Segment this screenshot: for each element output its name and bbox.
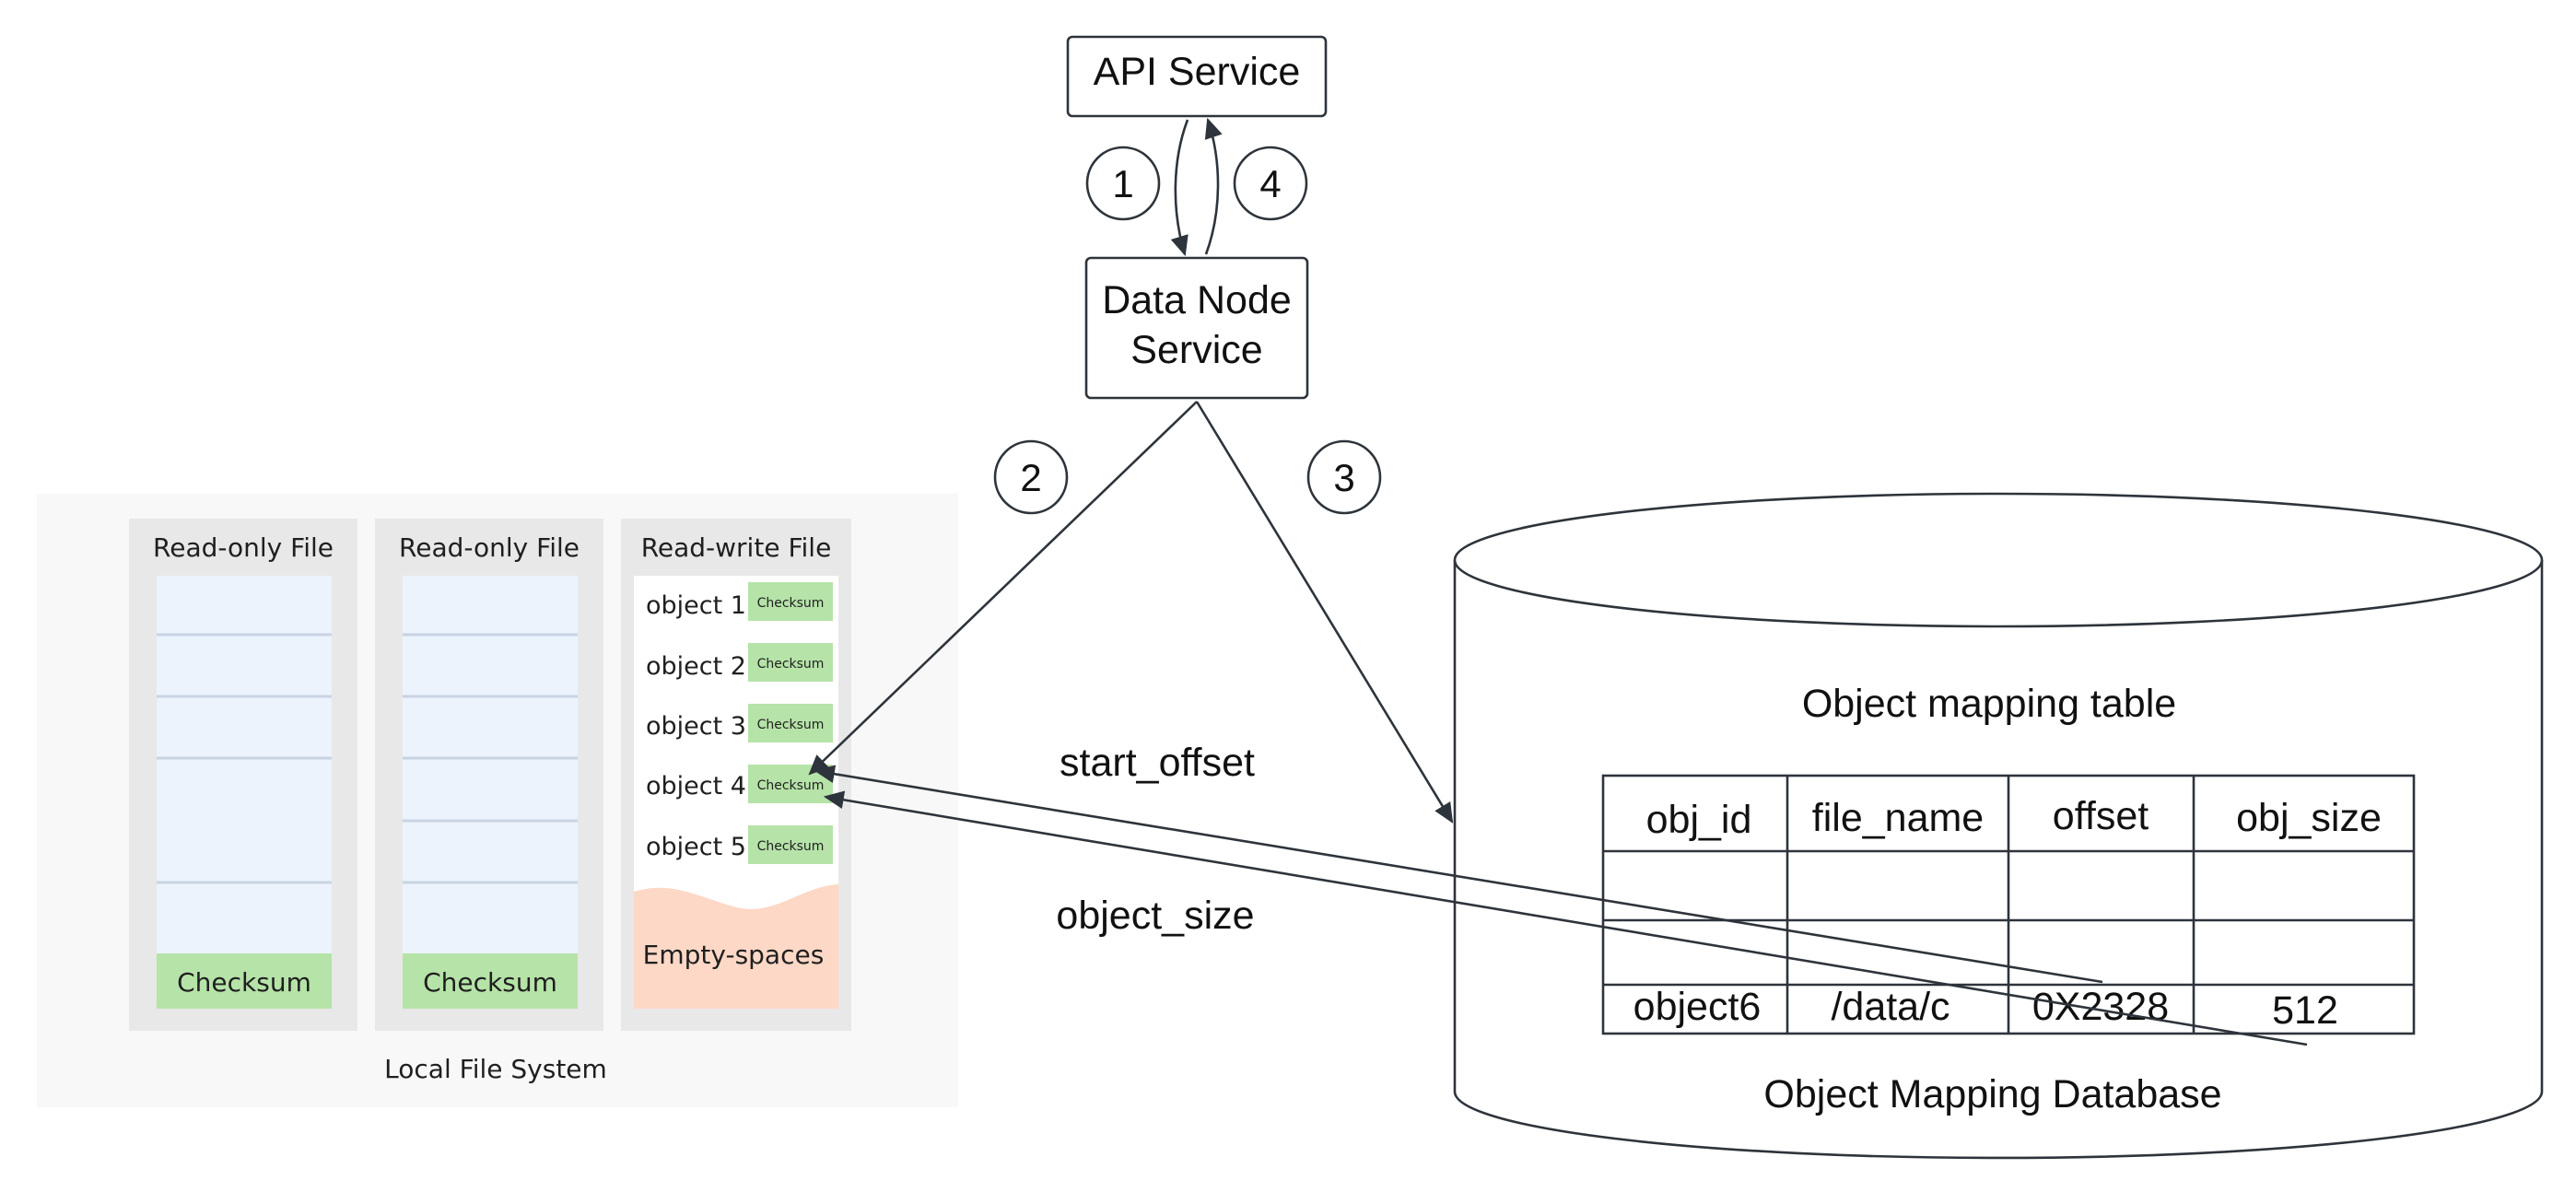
checksum-block <box>157 953 332 1009</box>
api-service-label: API Service <box>1094 50 1301 94</box>
object-entry: object 1 Checksum <box>646 582 833 621</box>
step-marker-3: 3 <box>1306 439 1382 515</box>
checksum-label: Checksum <box>177 967 311 998</box>
object-label: object 2 <box>646 652 746 681</box>
checksum-block <box>748 704 833 742</box>
cell-obj-size: 512 <box>2272 988 2338 1033</box>
step-circle <box>1085 146 1161 221</box>
object-size-label: object_size <box>1056 894 1254 938</box>
step-circle <box>1233 146 1308 221</box>
object-label: object 4 <box>646 772 746 801</box>
local-fs-label: Local File System <box>384 1054 607 1084</box>
data-node-label-line2: Service <box>1130 328 1262 372</box>
arrow-request-api-to-datanode <box>1170 119 1189 257</box>
api-service-node: API Service <box>1066 35 1328 118</box>
header-offset: offset <box>2053 794 2149 838</box>
arrow-datanode-to-database <box>1195 401 1454 824</box>
object-entry: object 3 Checksum <box>646 704 833 742</box>
object-mapping-database: Object mapping table Object Mapping Data… <box>1453 492 2544 1160</box>
arrow-start-offset <box>814 765 2103 984</box>
step-number: 4 <box>1259 162 1281 205</box>
step-number: 3 <box>1333 456 1354 499</box>
read-write-file: Read-write File object 1 Checksum object… <box>621 519 851 1031</box>
mapping-table-title: Object mapping table <box>1802 682 2176 726</box>
file-title: Read-only File <box>399 532 580 563</box>
step-number: 2 <box>1020 456 1041 499</box>
header-obj-id: obj_id <box>1646 798 1752 842</box>
cell-file-name: /data/c <box>1831 985 1950 1029</box>
object-label: object 5 <box>646 833 746 861</box>
arrow-object-size <box>823 790 2308 1046</box>
arrow-datanode-to-object4 <box>808 401 1198 776</box>
arrow-response-datanode-to-api <box>1204 117 1223 255</box>
empty-space-area <box>634 884 838 1009</box>
checksum-label: Checksum <box>757 839 825 854</box>
checksum-block <box>748 643 833 682</box>
mapping-table: obj_id file_name offset obj_size object6… <box>1601 774 2416 1035</box>
read-only-file-2: Read-only File Checksum <box>375 519 603 1031</box>
object-entry: object 2 Checksum <box>646 643 833 682</box>
checksum-block <box>403 953 578 1009</box>
header-file-name: file_name <box>1812 796 1984 840</box>
step-marker-2: 2 <box>993 439 1069 515</box>
api-service-box <box>1066 35 1328 118</box>
object-entry: object 5 Checksum <box>646 825 833 864</box>
file-title: Read-write File <box>641 532 832 563</box>
data-slots <box>403 576 578 953</box>
empty-space-label: Empty-spaces <box>643 940 825 970</box>
read-only-file-1: Read-only File Checksum <box>129 519 357 1031</box>
checksum-label: Checksum <box>757 657 825 672</box>
database-label: Object Mapping Database <box>1763 1072 2221 1116</box>
start-offset-label: start_offset <box>1060 741 1255 785</box>
step-marker-4: 4 <box>1233 146 1308 221</box>
step-marker-1: 1 <box>1085 146 1161 221</box>
step-number: 1 <box>1112 162 1133 205</box>
cell-obj-id: object6 <box>1633 985 1762 1029</box>
checksum-label: Checksum <box>757 718 825 732</box>
file-title: Read-only File <box>153 532 334 563</box>
checksum-block <box>748 582 833 621</box>
checksum-label: Checksum <box>757 778 825 793</box>
header-obj-size: obj_size <box>2236 796 2382 840</box>
data-node-box <box>1084 256 1309 400</box>
data-node-label-line1: Data Node <box>1102 278 1292 322</box>
checksum-block <box>748 825 833 864</box>
checksum-label: Checksum <box>423 967 557 998</box>
data-node-service-node: Data Node Service <box>1084 256 1309 400</box>
step-circle <box>993 439 1069 515</box>
object-label: object 1 <box>646 591 746 620</box>
step-circle <box>1306 439 1382 515</box>
checksum-label: Checksum <box>757 596 825 611</box>
local-file-system-panel: Local File System Read-only File Checksu… <box>37 494 958 1107</box>
cell-offset: 0X2328 <box>2032 985 2169 1029</box>
object-label: object 3 <box>646 712 746 741</box>
cylinder-top <box>1453 492 2544 628</box>
data-slots <box>157 576 332 953</box>
